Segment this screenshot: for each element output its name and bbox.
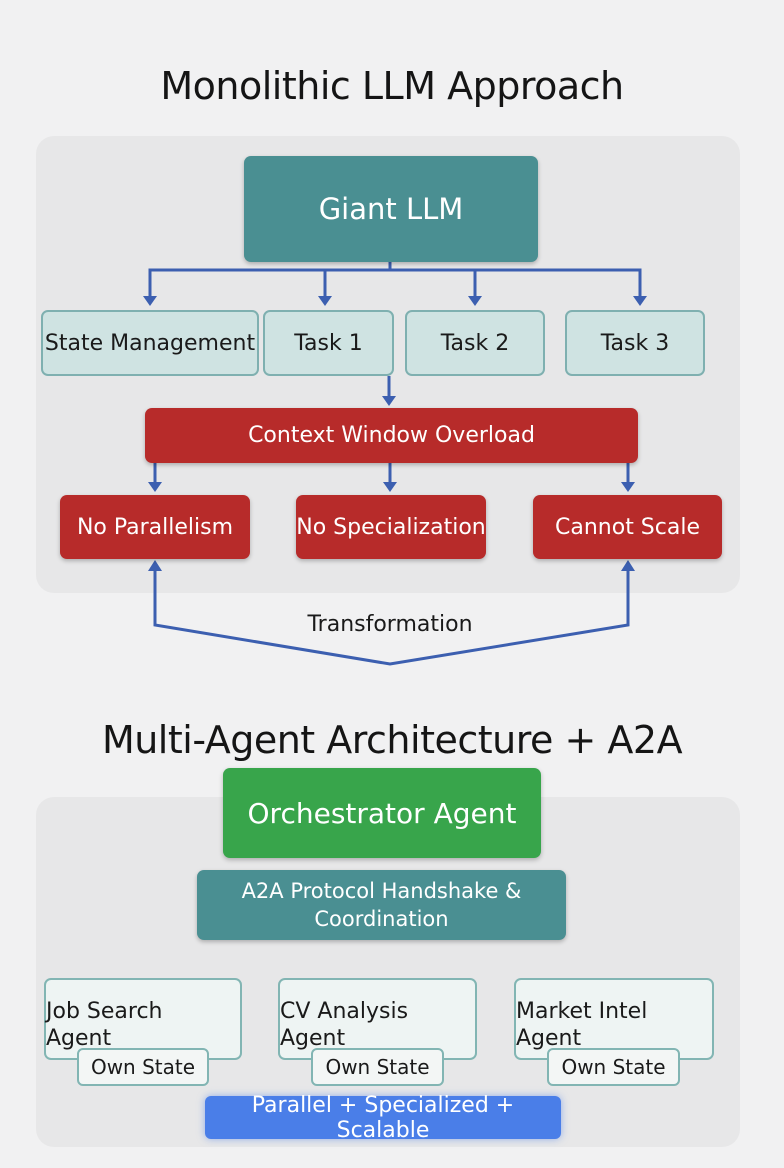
arrowhead xyxy=(621,482,635,492)
cannot-scale-box: Cannot Scale xyxy=(533,495,722,559)
arrowhead xyxy=(621,560,635,571)
task-1-box: Task 1 xyxy=(263,310,394,376)
cv-analysis-agent-box: CV Analysis Agent xyxy=(278,978,477,1060)
connector-llm-bus xyxy=(148,268,642,300)
agent-name-line-1: CV Analysis xyxy=(280,999,409,1024)
multi-agent-title: Multi-Agent Architecture + A2A xyxy=(101,718,683,762)
orchestrator-agent-box: Orchestrator Agent xyxy=(223,768,541,858)
own-state-badge: Own State xyxy=(311,1048,444,1086)
no-parallelism-box: No Parallelism xyxy=(60,495,250,559)
transformation-bracket xyxy=(153,567,630,666)
transformation-label: Transformation xyxy=(307,612,473,637)
context-window-overload-box: Context Window Overload xyxy=(145,408,638,463)
giant-llm-box: Giant LLM xyxy=(244,156,538,262)
agent-name-line-2: Agent xyxy=(280,1026,346,1051)
agent-name-line-1: Job Search xyxy=(46,999,163,1024)
arrowhead xyxy=(318,296,332,306)
arrowhead xyxy=(148,482,162,492)
handshake-line-1: A2A Protocol Handshake & xyxy=(241,879,522,903)
agent-name-line-1: Market Intel xyxy=(516,999,648,1024)
a2a-handshake-box: A2A Protocol Handshake & Coordination xyxy=(197,870,566,940)
task-2-box: Task 2 xyxy=(405,310,545,376)
own-state-badge: Own State xyxy=(77,1048,209,1086)
state-management-box: State Management xyxy=(41,310,259,376)
arrowhead xyxy=(143,296,157,306)
arrowhead xyxy=(148,560,162,571)
handshake-line-2: Coordination xyxy=(314,907,449,931)
own-state-badge: Own State xyxy=(547,1048,680,1086)
market-intel-agent-box: Market Intel Agent xyxy=(514,978,714,1060)
agent-name-line-2: Agent xyxy=(516,1026,582,1051)
agent-name-line-2: Agent xyxy=(46,1026,112,1051)
no-specialization-box: No Specialization xyxy=(296,495,486,559)
arrowhead xyxy=(382,396,396,406)
arrowhead xyxy=(468,296,482,306)
summary-pill: Parallel + Specialized + Scalable xyxy=(205,1093,561,1143)
arrowhead xyxy=(383,482,397,492)
monolithic-title: Monolithic LLM Approach xyxy=(160,64,624,108)
task-3-box: Task 3 xyxy=(565,310,705,376)
arrowhead xyxy=(633,296,647,306)
